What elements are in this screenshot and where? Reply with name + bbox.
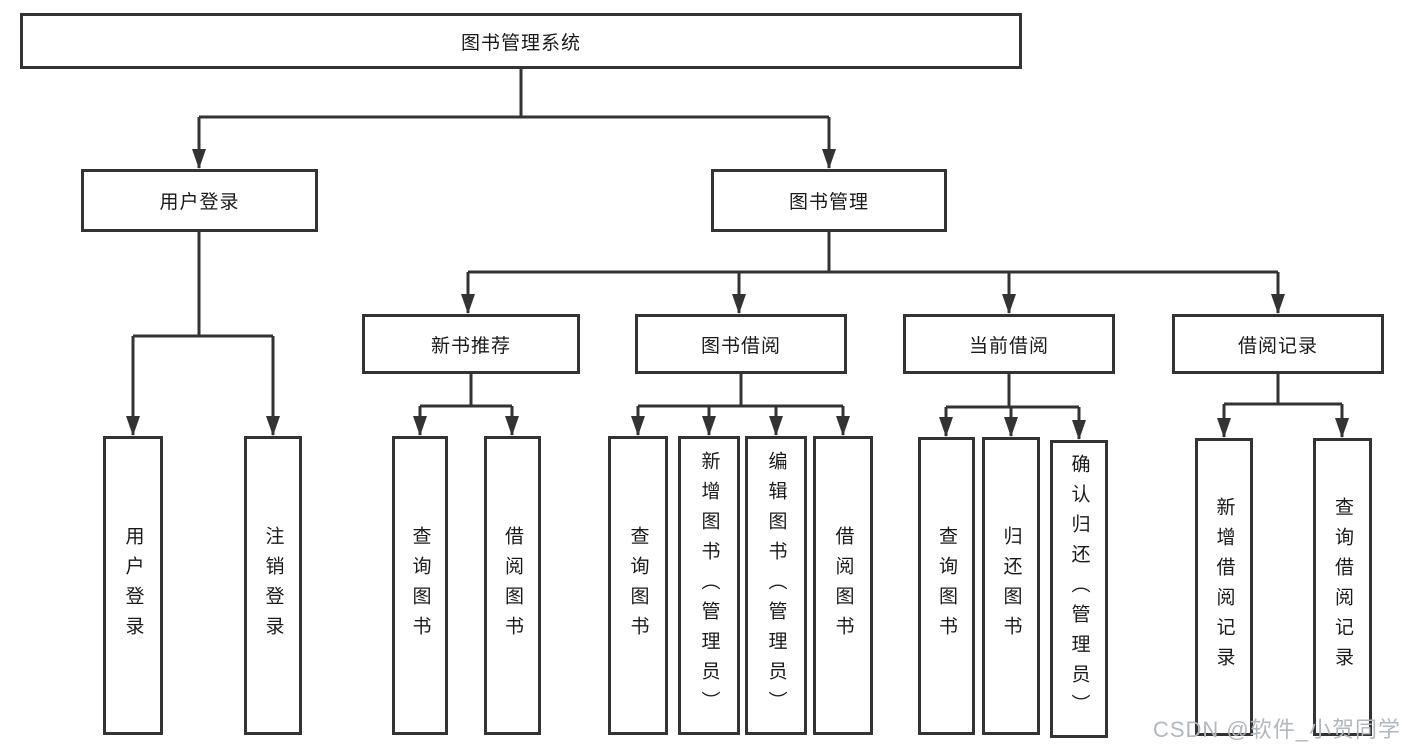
csdn-watermark: CSDN @软件_小贺同学 (1152, 717, 1401, 742)
leaf-br-add-record-label: 新增借阅记录 (1213, 497, 1235, 677)
leaf-cb-query-books: 查询图书 (918, 437, 975, 735)
leaf-cb-query-books-label: 查询图书 (936, 526, 957, 646)
leaf-br-query-record: 查询借阅记录 (1313, 438, 1372, 736)
leaf-bb-edit-books-admin-label: 编辑图书（管理员） (765, 450, 787, 721)
leaf-bb-query-books-label: 查询图书 (627, 525, 649, 646)
node-book-management: 图书管理 (711, 169, 947, 232)
leaf-br-query-record-label: 查询借阅记录 (1332, 497, 1353, 677)
leaf-user-login-label: 用户登录 (122, 525, 144, 646)
leaf-bb-add-books-admin: 新增图书（管理员） (678, 436, 740, 735)
leaf-logout: 注销登录 (244, 436, 302, 735)
leaf-cb-return-books-label: 归还图书 (1000, 526, 1022, 646)
leaf-user-login: 用户登录 (103, 436, 163, 735)
leaf-br-add-record: 新增借阅记录 (1195, 438, 1253, 736)
leaf-cb-return-books: 归还图书 (982, 437, 1040, 735)
leaf-bb-borrow-books: 借阅图书 (813, 436, 873, 735)
leaf-logout-label: 注销登录 (262, 525, 284, 646)
leaf-bb-edit-books-admin: 编辑图书（管理员） (745, 436, 807, 735)
leaf-nbr-query-books-label: 查询图书 (409, 525, 431, 646)
node-new-book-recommend: 新书推荐 (362, 314, 580, 374)
leaf-nbr-borrow-books: 借阅图书 (484, 436, 541, 735)
leaf-bb-query-books: 查询图书 (608, 436, 668, 735)
node-borrow-records: 借阅记录 (1172, 314, 1384, 374)
leaf-bb-borrow-books-label: 借阅图书 (832, 525, 854, 646)
node-user-login: 用户登录 (81, 169, 318, 232)
leaf-cb-confirm-return-admin-label: 确认归还（管理员） (1068, 454, 1090, 724)
leaf-cb-confirm-return-admin: 确认归还（管理员） (1050, 440, 1108, 738)
node-system-root: 图书管理系统 (20, 13, 1022, 69)
node-book-borrow: 图书借阅 (635, 314, 847, 374)
leaf-nbr-query-books: 查询图书 (392, 436, 448, 735)
leaf-bb-add-books-admin-label: 新增图书（管理员） (698, 450, 720, 721)
node-current-borrow: 当前借阅 (903, 314, 1115, 374)
leaf-nbr-borrow-books-label: 借阅图书 (502, 525, 523, 646)
